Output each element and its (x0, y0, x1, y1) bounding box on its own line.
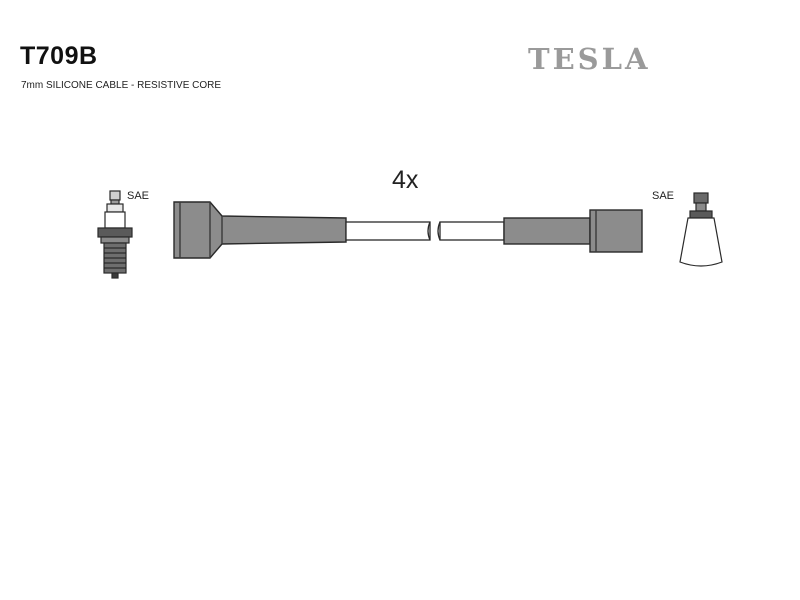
cable-segment-right (439, 221, 505, 241)
brand-logo: TESLA (528, 42, 651, 76)
spark-plug-insulator (104, 211, 126, 229)
right-boot-head (589, 209, 643, 253)
spark-plug-icon (97, 190, 133, 279)
spark-plug-hex (97, 227, 133, 238)
cable-break-left (427, 221, 431, 241)
cable-segment-left (345, 221, 431, 241)
terminal-collar (689, 210, 713, 219)
right-boot (503, 209, 643, 253)
terminal-tip (693, 192, 709, 204)
spark-plug-terminal-nut (110, 199, 120, 205)
product-description: 7mm SILICONE CABLE - RESISTIVE CORE (21, 80, 222, 91)
spark-plug-insulator-top (106, 203, 124, 213)
distributor-terminal-icon (679, 192, 723, 267)
part-number: T709B (20, 42, 98, 70)
spark-plug-electrode (111, 272, 119, 279)
terminal-neck (695, 202, 707, 212)
cable-break-right (437, 221, 441, 241)
cable (345, 221, 505, 241)
quantity-label: 4x (392, 166, 419, 194)
right-boot-sleeve (503, 217, 591, 245)
spark-plug-terminal (109, 190, 121, 201)
right-terminal-label: SAE (652, 190, 675, 202)
left-boot (173, 201, 347, 259)
left-terminal-label: SAE (127, 190, 150, 202)
spark-plug-gasket (100, 236, 130, 244)
terminal-insulator (679, 217, 723, 267)
